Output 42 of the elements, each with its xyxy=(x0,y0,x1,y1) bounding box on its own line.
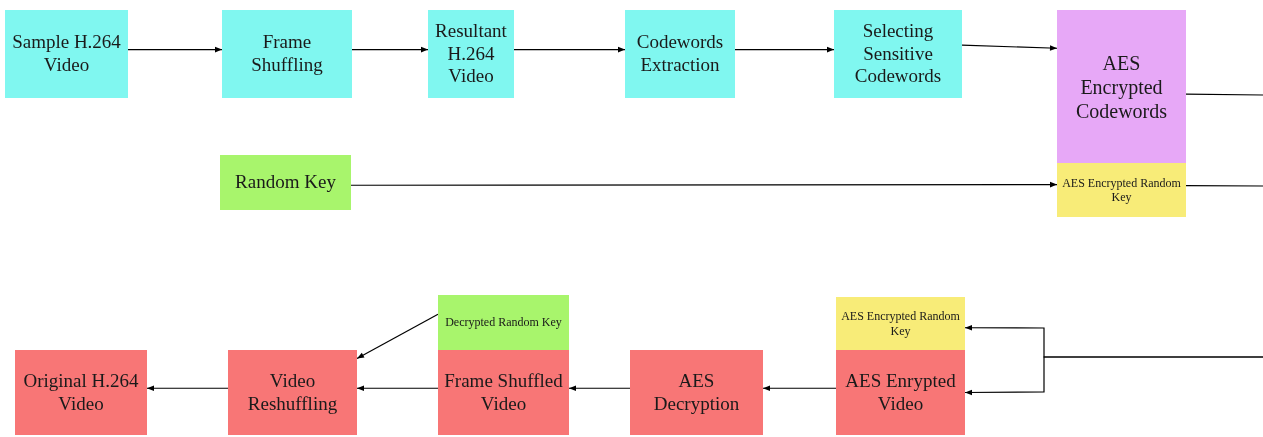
box-label: AES Encrypted Random Key xyxy=(1061,175,1182,205)
box-label: Selecting Sensitive Codewords xyxy=(853,19,943,89)
box-label: Frame Shuffling xyxy=(250,31,324,77)
arrow xyxy=(513,46,626,53)
arrow xyxy=(146,385,229,392)
arrow xyxy=(356,385,439,392)
box-label: Frame Shuffled Video xyxy=(443,369,564,416)
arrow xyxy=(961,44,1058,51)
process-box xyxy=(625,10,735,98)
process-box xyxy=(438,295,569,350)
box-label: Decrypted Random Key xyxy=(445,315,562,330)
box-label: Resultant H.264 Video xyxy=(434,19,508,89)
process-box xyxy=(428,10,514,98)
box-label: AES Decryption xyxy=(652,369,741,416)
arrow xyxy=(762,385,837,392)
arrow xyxy=(356,313,439,360)
arrow xyxy=(568,385,631,392)
box-label: Random Key xyxy=(235,171,336,194)
arrow xyxy=(734,46,835,53)
arrow xyxy=(127,46,223,53)
box-label: Original H.264 Video xyxy=(22,369,140,416)
box-label: AES Encrypted Random Key xyxy=(840,309,961,338)
arrow xyxy=(351,46,429,53)
box-label: AES Enrypted Video xyxy=(844,369,957,416)
box-label: Video Reshuffling xyxy=(246,369,339,416)
process-box xyxy=(222,10,352,98)
arrow xyxy=(350,181,1058,188)
process-box xyxy=(228,350,357,435)
process-box xyxy=(220,155,351,210)
process-box xyxy=(1057,163,1186,217)
process-box xyxy=(834,10,962,98)
box-label: AES Encrypted Codewords xyxy=(1074,50,1169,123)
box-label: Codewords Extraction xyxy=(635,31,725,77)
process-box xyxy=(1057,10,1186,163)
process-box xyxy=(438,350,569,435)
process-box xyxy=(836,350,965,435)
process-box xyxy=(836,297,965,350)
box-label: Sample H.264 Video xyxy=(11,31,122,77)
process-box xyxy=(630,350,763,435)
process-box xyxy=(5,10,128,98)
arrow xyxy=(964,356,1263,396)
process-box xyxy=(15,350,147,435)
